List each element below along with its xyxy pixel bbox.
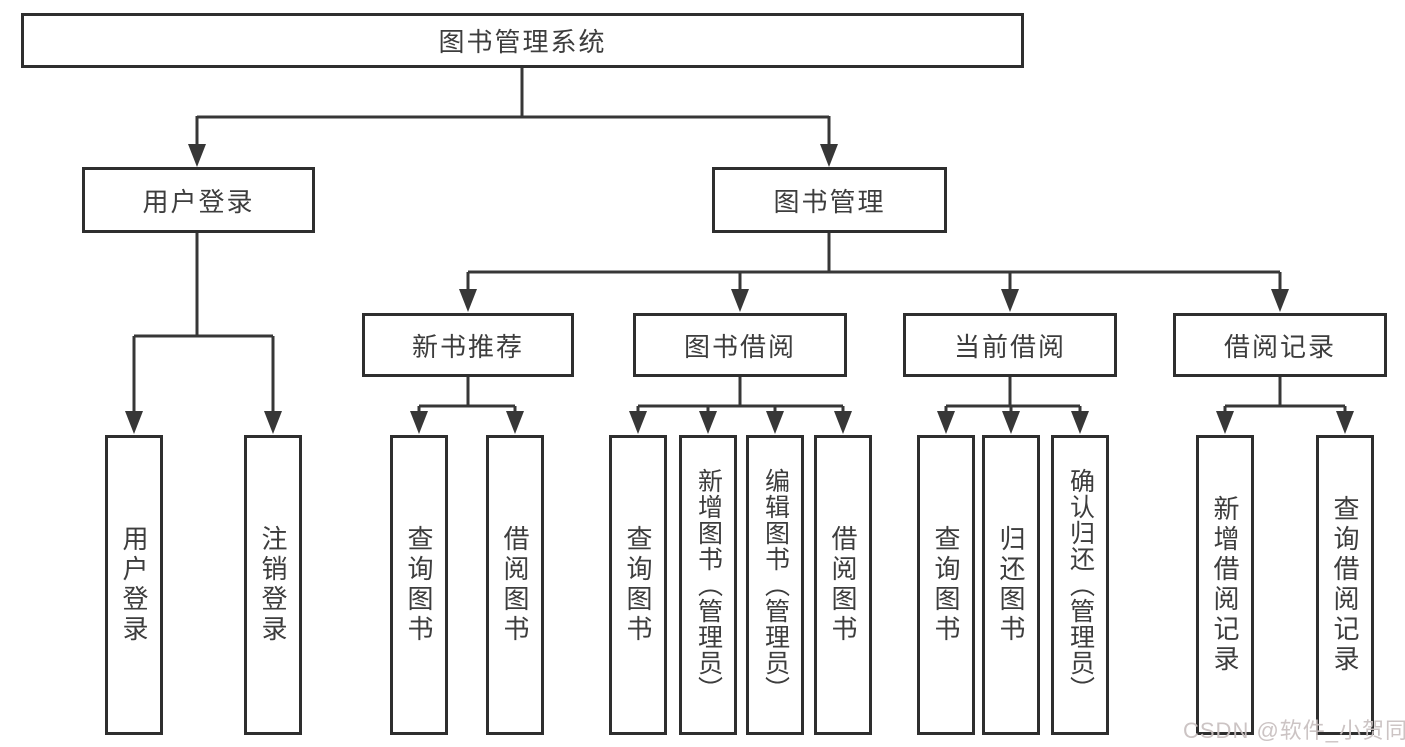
leaf-label: 借阅图书 <box>500 525 530 645</box>
leaf-confirm-return-admin: 确认归还（管理员） <box>1051 435 1109 735</box>
leaf-query-books-recommend: 查询图书 <box>390 435 448 735</box>
leaf-label: 查询图书 <box>931 525 961 645</box>
leaf-label: 新增借阅记录 <box>1210 495 1240 675</box>
node-label: 图书管理 <box>773 186 886 217</box>
node-label: 借阅记录 <box>1223 331 1336 362</box>
leaf-label: 查询图书 <box>623 525 653 645</box>
node-label: 新书推荐 <box>411 331 524 362</box>
node-label: 当前借阅 <box>953 331 1066 362</box>
leaf-label: 查询图书 <box>404 525 434 645</box>
arrowheads <box>125 144 1354 434</box>
leaf-label: 编辑图书（管理员） <box>761 468 790 702</box>
leaf-borrow-books-recommend: 借阅图书 <box>486 435 544 735</box>
leaf-label: 借阅图书 <box>828 525 858 645</box>
node-label: 图书借阅 <box>683 331 796 362</box>
leaf-query-books-borrow: 查询图书 <box>609 435 667 735</box>
leaf-label: 确认归还（管理员） <box>1066 468 1095 702</box>
leaf-label: 用户登录 <box>119 525 149 645</box>
node-current-borrowing: 当前借阅 <box>903 313 1117 377</box>
leaf-query-borrow-record: 查询借阅记录 <box>1316 435 1374 735</box>
leaf-add-borrow-record: 新增借阅记录 <box>1196 435 1254 735</box>
node-borrowing-records: 借阅记录 <box>1173 313 1387 377</box>
leaf-return-books: 归还图书 <box>982 435 1040 735</box>
leaf-label: 查询借阅记录 <box>1330 495 1360 675</box>
leaf-logout: 注销登录 <box>244 435 302 735</box>
node-label: 图书管理系统 <box>438 27 607 57</box>
leaf-edit-books-admin: 编辑图书（管理员） <box>746 435 804 735</box>
leaf-user-login: 用户登录 <box>105 435 163 735</box>
leaf-label: 归还图书 <box>996 525 1026 645</box>
leaf-label: 新增图书（管理员） <box>694 468 723 702</box>
node-book-borrowing: 图书借阅 <box>633 313 847 377</box>
node-book-management: 图书管理 <box>712 167 947 233</box>
leaf-label: 注销登录 <box>258 525 288 645</box>
node-label: 用户登录 <box>142 186 255 217</box>
node-library-management-system: 图书管理系统 <box>21 13 1024 68</box>
node-user-login: 用户登录 <box>82 167 315 233</box>
leaf-add-books-admin: 新增图书（管理员） <box>679 435 737 735</box>
leaf-query-books-current: 查询图书 <box>917 435 975 735</box>
csdn-watermark: CSDN @软件_小贺同学 <box>1183 718 1405 743</box>
leaf-borrow-books: 借阅图书 <box>814 435 872 735</box>
node-new-book-recommendation: 新书推荐 <box>362 313 574 377</box>
